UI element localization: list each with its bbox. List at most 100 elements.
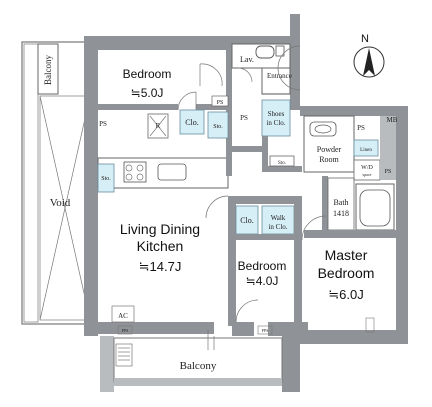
- compass-ring: [353, 46, 385, 78]
- burner-icon-1: [125, 164, 133, 172]
- wall-ldk-corridor: [226, 146, 232, 176]
- compass-letter: N: [361, 33, 369, 45]
- wall-balcony-right: [282, 322, 300, 392]
- wall-top-lav: [232, 36, 290, 44]
- sink-basin-icon: [314, 124, 332, 134]
- balcony-bottom-area: [113, 337, 283, 383]
- balcony-bottom-label: Balcony: [180, 360, 217, 372]
- walkin-label-1: Walk: [271, 214, 286, 222]
- storage-nw: [207, 111, 229, 139]
- entrance-label: Entrance: [267, 72, 292, 80]
- master-name-line1: Master: [325, 247, 368, 263]
- door-arc-bedroom-mid: [205, 195, 229, 219]
- wall-bedroom-nw-bottom: [98, 104, 178, 110]
- ac-label: AC: [118, 312, 128, 320]
- balcony-strip-left: [23, 43, 39, 323]
- wall-bedroom-mid-left: [228, 196, 236, 326]
- pps-box-3: [365, 317, 375, 333]
- stove-icon: [123, 161, 147, 183]
- wall-bedroom-nw-bottom-right: [196, 104, 232, 110]
- wall-bath-left: [322, 176, 328, 230]
- storage-mid: [269, 155, 295, 167]
- ps-label-5: PS: [385, 169, 392, 175]
- powder-label-1: Powder: [317, 145, 342, 154]
- bath-label-1: Bath: [333, 198, 348, 207]
- wall-closet-bottom: [236, 234, 294, 240]
- toilet-tank-icon: [275, 45, 285, 57]
- balcony-top-label: Balcony: [43, 55, 53, 85]
- closet-nw: [179, 109, 205, 135]
- ldk-name-line2: Kitchen: [137, 238, 184, 254]
- unit-floor: [92, 14, 404, 344]
- burner-icon-3: [125, 173, 133, 181]
- shoes-closet: [261, 99, 291, 137]
- linen-closet: [353, 139, 379, 157]
- wd-label-2: space: [363, 172, 372, 177]
- balcony-top-box: [37, 43, 59, 95]
- wall-balcony-left: [100, 336, 114, 392]
- wall-powder-right: [380, 116, 396, 180]
- door-arc-bedroom-nw: [177, 91, 197, 111]
- shoes-label-1: Shoes: [268, 110, 285, 118]
- wall-bath-bottom: [304, 230, 396, 238]
- door-arc-balcony: [235, 299, 259, 323]
- wall-bottom-master: [300, 330, 408, 344]
- pps-box-2: [257, 325, 273, 335]
- wd-label-1: W/D: [361, 165, 373, 171]
- wall-sto-mid: [262, 166, 302, 172]
- wall-corridor: [232, 146, 262, 152]
- ps-label-3: PS: [240, 114, 248, 122]
- door-arc-master: [301, 215, 327, 241]
- balcony-hatch: [115, 343, 133, 367]
- closet-nw-label: Clo.: [185, 118, 199, 127]
- pps-box-1: [117, 325, 133, 335]
- bedroom-mid-name: Bedroom: [238, 259, 287, 273]
- walkin-label-2: in Clo.: [268, 223, 287, 231]
- ps-box-1: [211, 95, 229, 107]
- wall-top-right: [300, 106, 404, 116]
- storage-ldk-label: Sto.: [101, 176, 111, 182]
- ldk-size: ≒14.7J: [139, 259, 182, 274]
- powder-label-2: Room: [319, 155, 339, 164]
- wall-bedroom-nw-right: [226, 50, 232, 146]
- wall-shoes-bottom: [262, 136, 268, 168]
- storage-nw-label: Sto.: [213, 124, 223, 130]
- lav-room: [231, 43, 291, 69]
- fridge-cross-2: [149, 115, 167, 137]
- door-arc-entrance: [277, 45, 301, 91]
- kitchen-sink-icon: [157, 163, 187, 181]
- void-label: Void: [50, 197, 71, 209]
- ps-label-4: PS: [357, 124, 365, 132]
- door-arc-bedroom-top: [199, 63, 223, 87]
- void-cross-line-2: [39, 95, 91, 321]
- mb-label: MB: [387, 116, 398, 124]
- ldk-name-line1: Living Dining: [120, 221, 200, 237]
- closet-mid-label: Clo.: [240, 216, 254, 225]
- storage-mid-label: Sto.: [278, 161, 286, 166]
- pps-label-1: PPS: [122, 328, 129, 333]
- shoes-label-2: in Clo.: [266, 119, 285, 127]
- balcony-bottom-rail: [114, 378, 282, 386]
- balcony-door-frame: [207, 330, 215, 350]
- ac-box: [111, 305, 135, 323]
- toilet-icon: [255, 45, 275, 59]
- burner-icon-4: [136, 173, 144, 181]
- wall-top-bedroom: [92, 36, 232, 50]
- wall-top-entrance: [290, 14, 300, 110]
- burner-icon-2: [136, 164, 144, 172]
- north-arrow-icon: [363, 48, 375, 76]
- bathtub-icon: [359, 189, 391, 227]
- wall-bedroom-mid-top: [236, 196, 302, 204]
- bedroom-nw-name: Bedroom: [123, 67, 172, 81]
- master-size: ≒6.0J: [328, 287, 363, 302]
- linen-label: Linen: [360, 148, 372, 153]
- wall-bottom-ldk: [84, 322, 214, 334]
- ps-label-1: PS: [99, 120, 107, 128]
- bedroom-nw-size: ≒5.0J: [131, 86, 164, 100]
- bedroom-mid-size: ≒4.0J: [246, 274, 279, 288]
- lav-label: Lav.: [240, 55, 254, 64]
- storage-ldk: [97, 163, 115, 193]
- bath-label-2: 1418: [333, 209, 349, 218]
- pps-label-2: PPS: [262, 328, 269, 333]
